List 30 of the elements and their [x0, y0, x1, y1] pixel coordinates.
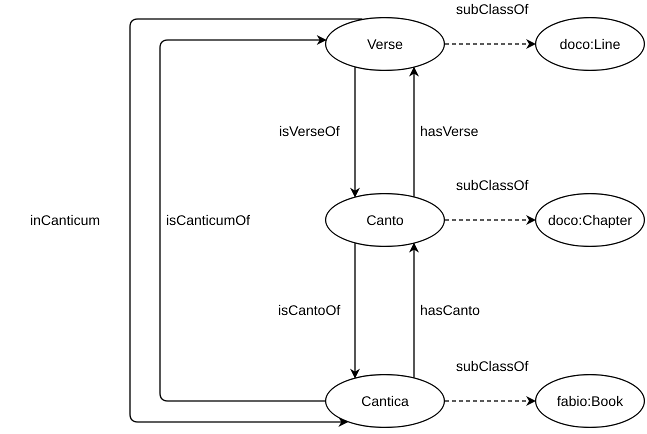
- class-name: doco:Chapter: [548, 212, 632, 228]
- class-name: Canto: [366, 212, 404, 228]
- class-ellipse: [535, 17, 645, 71]
- edge-label: isVerseOf: [279, 123, 340, 139]
- edge-label: hasVerse: [420, 123, 478, 139]
- arrow: [409, 242, 419, 378]
- arrow: [409, 66, 419, 196]
- edge-label: hasCanto: [420, 302, 480, 318]
- edge-label: subClassOf: [456, 358, 528, 374]
- dashed-arrow: [445, 215, 536, 225]
- class-ellipse: [325, 17, 445, 71]
- arrow: [350, 67, 360, 198]
- edge-label: subClassOf: [456, 177, 528, 193]
- dashed-arrow: [445, 396, 536, 406]
- arrow: [159, 35, 327, 402]
- edge-label: inCanticum: [30, 212, 100, 228]
- arrow: [350, 243, 360, 379]
- class-ellipse: [535, 193, 645, 247]
- dashed-arrow: [445, 39, 536, 49]
- arrow: [129, 18, 362, 427]
- edge-label: isCanticumOf: [166, 212, 250, 228]
- class-name: fabio:Book: [556, 393, 624, 409]
- class-ellipse: [325, 193, 445, 247]
- edge-label: isCantoOf: [278, 302, 340, 318]
- class-name: Verse: [367, 36, 403, 52]
- class-name: doco:Line: [560, 36, 620, 52]
- class-name: Cantica: [361, 393, 409, 409]
- edge-label: subClassOf: [456, 1, 528, 17]
- class-ellipse: [325, 374, 445, 428]
- class-ellipse: [535, 374, 645, 428]
